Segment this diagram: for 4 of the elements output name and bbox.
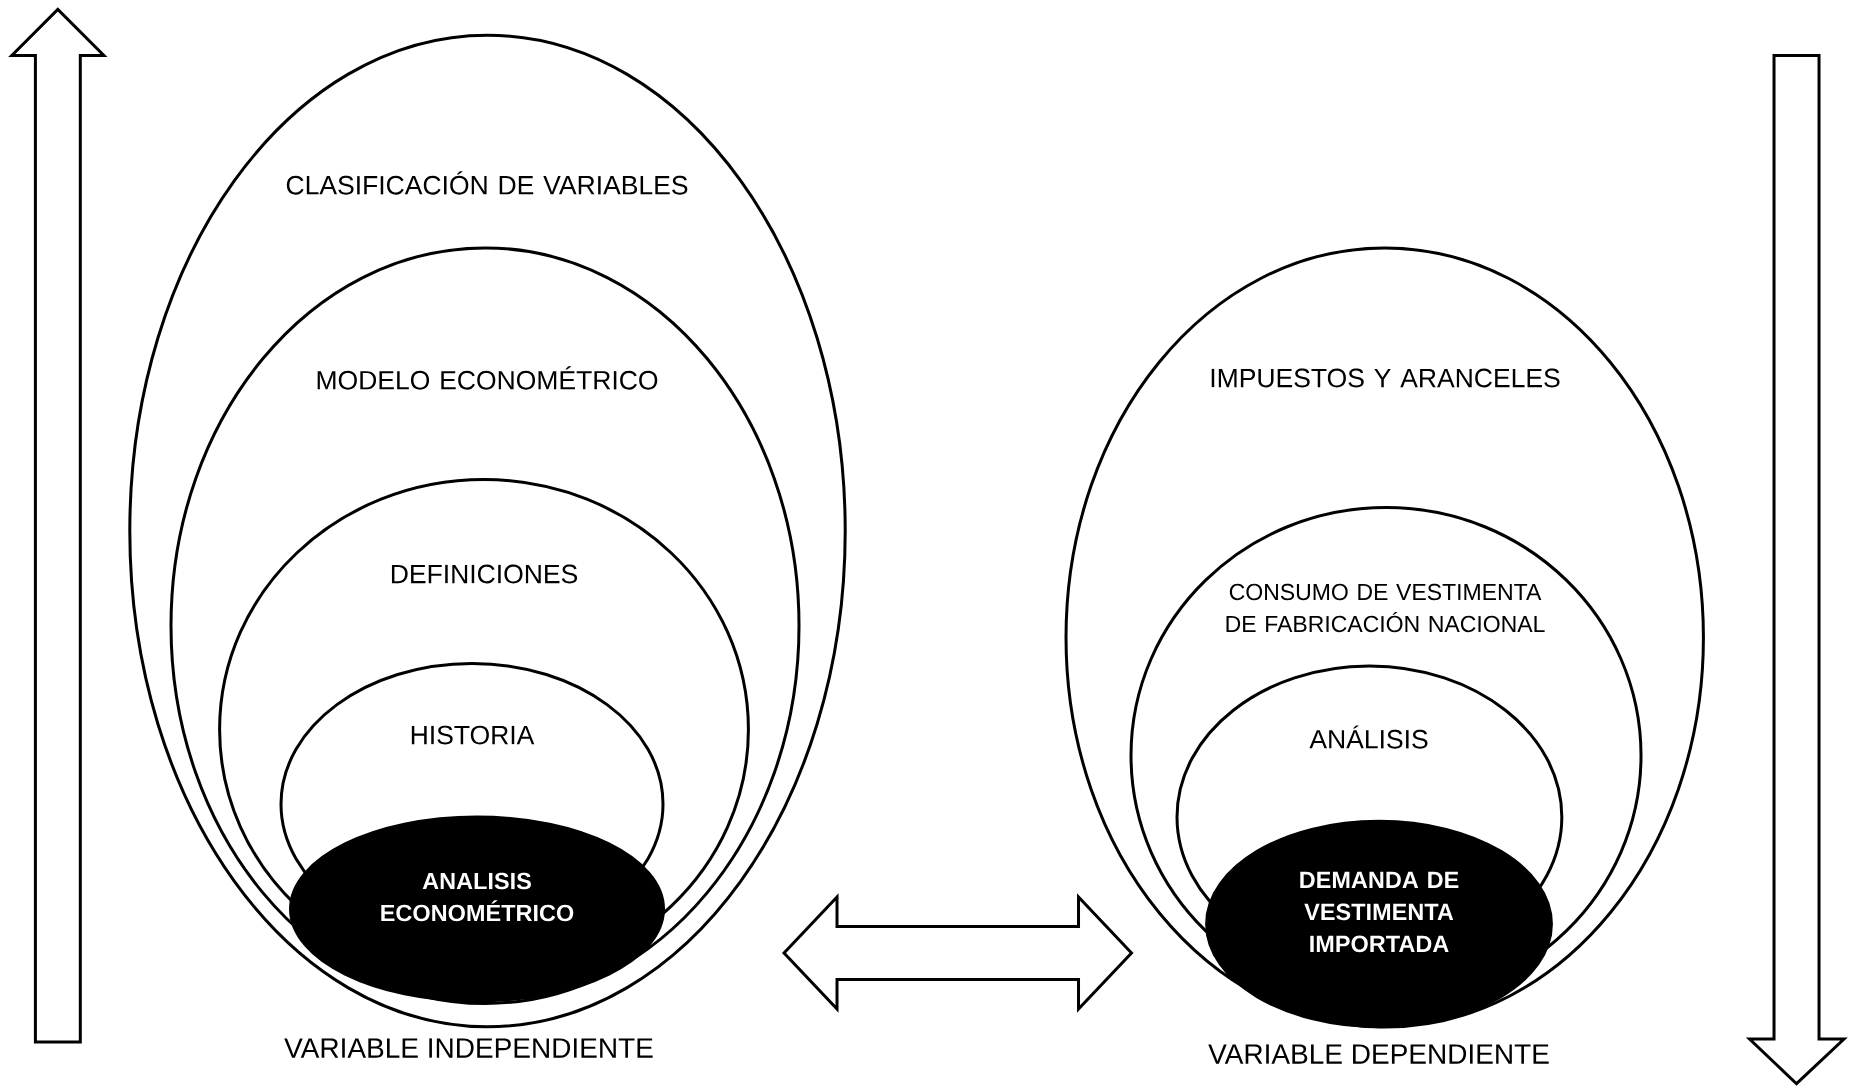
caption-text: VARIABLE DEPENDIENTE [1208, 1044, 1549, 1064]
ellipse-node: DEMANDA DE VESTIMENTA IMPORTADA [1205, 819, 1553, 1029]
caption-text: VARIABLE INDEPENDIENTE [284, 1038, 653, 1058]
ellipse-node: ANALISIS ECONOMÉTRICO [289, 815, 665, 1003]
